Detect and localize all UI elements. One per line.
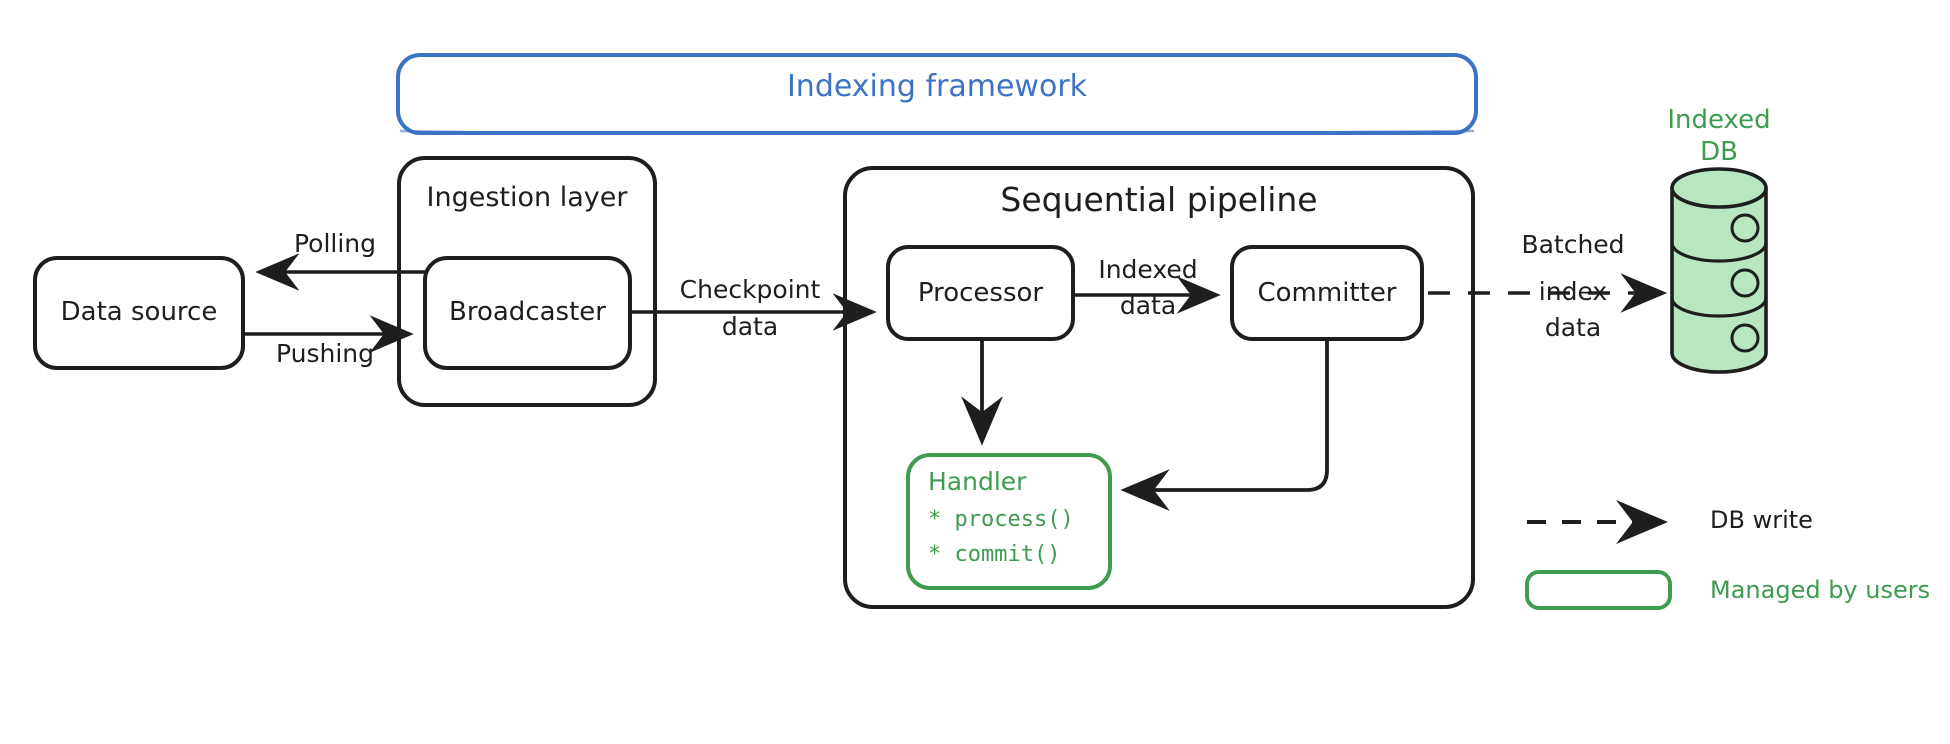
indexed-db-cylinder bbox=[1670, 167, 1768, 374]
sequential-pipeline-container bbox=[843, 166, 1475, 609]
committer-box bbox=[1230, 245, 1424, 341]
data-source-box bbox=[33, 256, 245, 370]
broadcaster-box bbox=[423, 256, 632, 370]
indexing-framework-frame bbox=[396, 53, 1478, 135]
ingestion-layer-container bbox=[397, 156, 657, 407]
handler-box bbox=[906, 453, 1112, 590]
committer-to-handler-arrow bbox=[1120, 339, 1329, 511]
legend-green-box-icon bbox=[1525, 570, 1672, 610]
processor-box bbox=[886, 245, 1075, 341]
